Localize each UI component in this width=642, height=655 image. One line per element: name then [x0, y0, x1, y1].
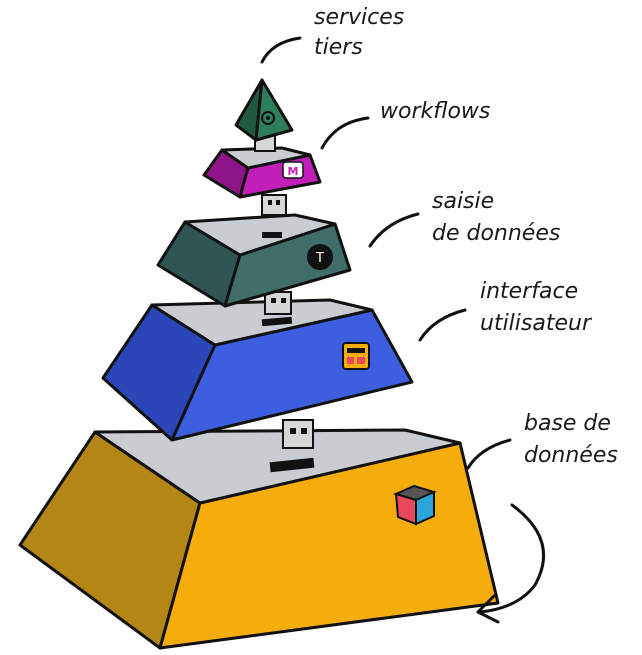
workflows-tier: M — [204, 148, 320, 197]
svg-text:base de: base de — [524, 411, 611, 436]
label-workflows: workflows — [322, 99, 490, 148]
pointer-stroke — [468, 440, 510, 468]
label-interface: interface utilisateur — [420, 279, 593, 340]
svg-text:tiers: tiers — [314, 35, 363, 60]
svg-text:de données: de données — [432, 221, 560, 246]
label-database: base de données — [468, 411, 618, 468]
data-entry-tier: T — [158, 215, 350, 306]
cube-icon — [396, 486, 434, 524]
svg-text:services: services — [314, 5, 404, 30]
label-data-entry-line1: saisie — [432, 189, 494, 214]
svg-text:workflows: workflows — [380, 99, 490, 124]
pointer-stroke — [322, 118, 368, 148]
svg-text:interface: interface — [480, 279, 578, 304]
services-tier — [236, 80, 292, 140]
label-database-line2: données — [524, 443, 618, 468]
interface-tier — [103, 300, 412, 440]
label-services-line1: services — [314, 5, 404, 30]
services-pyramid-right — [256, 80, 292, 140]
label-interface-line2: utilisateur — [480, 311, 593, 336]
label-interface-line1: interface — [480, 279, 578, 304]
label-services: services tiers — [262, 5, 404, 62]
database-tier — [20, 430, 498, 648]
label-data-entry: saisie de données — [370, 189, 560, 246]
app-window-icon — [343, 343, 369, 369]
pointer-stroke — [370, 214, 418, 246]
svg-text:données: données — [524, 443, 618, 468]
workflows-m-letter: M — [288, 165, 299, 178]
label-database-line1: base de — [524, 411, 611, 436]
usb-connector — [265, 292, 291, 314]
pointer-stroke — [420, 310, 465, 340]
usb-connector — [283, 420, 313, 448]
label-data-entry-line2: de données — [432, 221, 560, 246]
svg-text:utilisateur: utilisateur — [480, 311, 593, 336]
usb-connector — [262, 195, 286, 215]
svg-text:saisie: saisie — [432, 189, 494, 214]
t-badge-letter: T — [315, 251, 324, 266]
label-workflows-line1: workflows — [380, 99, 490, 124]
label-services-line2: tiers — [314, 35, 363, 60]
pointer-stroke — [262, 38, 300, 62]
data-entry-slot — [262, 232, 282, 238]
